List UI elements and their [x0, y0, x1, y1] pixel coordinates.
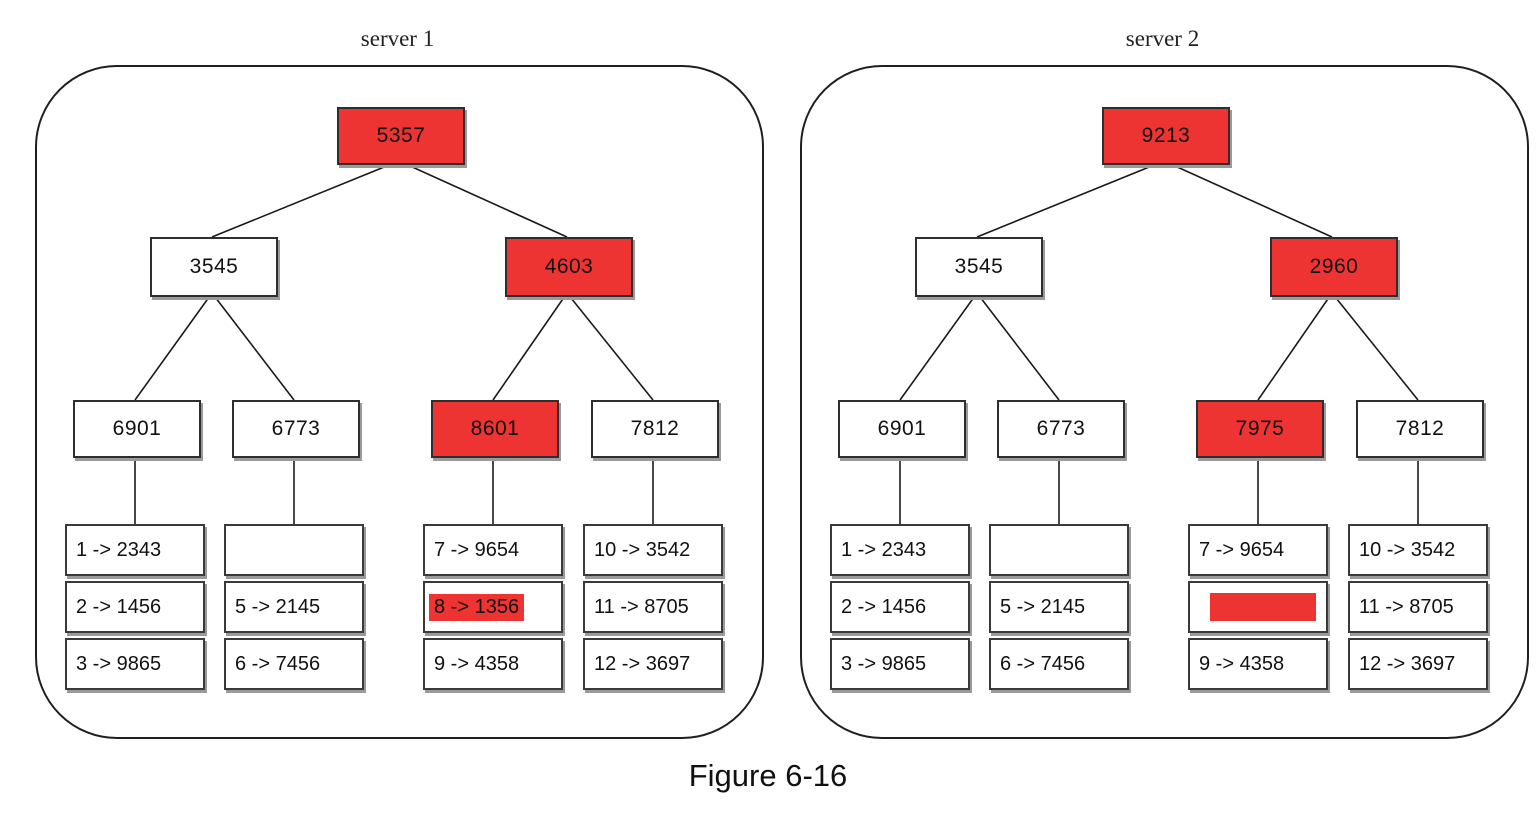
key-bucket: 5 -> 2145 6 -> 7456: [224, 524, 364, 690]
bucket-row: 1 -> 2343: [830, 524, 970, 576]
bucket-row: 1 -> 2343: [65, 524, 205, 576]
bucket-row: 6 -> 7456: [989, 638, 1129, 690]
bucket-row: [1188, 581, 1328, 633]
bucket-row: 10 -> 3542: [1348, 524, 1488, 576]
bucket-row: 5 -> 2145: [989, 581, 1129, 633]
bucket-row-text: 2 -> 1456: [841, 595, 927, 618]
bucket-row: 3 -> 9865: [830, 638, 970, 690]
bucket-row-text: 11 -> 8705: [1359, 595, 1454, 618]
server-2-panel: 9213 3545 2960 6901 6773 7975 7812 1 -> …: [800, 65, 1529, 739]
tree-edges: [899, 160, 1419, 524]
bucket-row: 5 -> 2145: [224, 581, 364, 633]
bucket-row: 2 -> 1456: [65, 581, 205, 633]
hash-node-label: 7975: [1235, 417, 1285, 440]
server-1-title: server 1: [360, 26, 435, 51]
bucket-row: [989, 524, 1129, 576]
bucket-row-text: 9 -> 4358: [1199, 652, 1285, 675]
hash-node-label: 2960: [1309, 255, 1359, 278]
hash-node: 6773: [232, 400, 360, 458]
bucket-row-text: 12 -> 3697: [1359, 652, 1456, 675]
hash-node-label: 6773: [271, 417, 321, 440]
bucket-row: 9 -> 4358: [1188, 638, 1328, 690]
bucket-row-text: 1 -> 2343: [841, 538, 927, 561]
key-bucket: 7 -> 9654 8 -> 1356 9 -> 4358: [423, 524, 563, 690]
bucket-row-text: 6 -> 7456: [235, 652, 321, 675]
bucket-row: 12 -> 3697: [583, 638, 723, 690]
bucket-row-text: [995, 548, 1005, 552]
bucket-row-text: 6 -> 7456: [1000, 652, 1086, 675]
server-1-panel: 5357 3545 4603 6901 6773 8601 7812 1 -> …: [35, 65, 764, 739]
server-2-title: server 2: [1125, 26, 1200, 51]
bucket-row-text: 5 -> 2145: [235, 595, 321, 618]
hash-node-root: 5357: [337, 107, 465, 165]
bucket-row-text: 7 -> 9654: [434, 538, 520, 561]
bucket-row: 9 -> 4358: [423, 638, 563, 690]
bucket-row: 11 -> 8705: [583, 581, 723, 633]
hash-node: 6773: [997, 400, 1125, 458]
bucket-row-text: 3 -> 9865: [76, 652, 162, 675]
bucket-row-text: 10 -> 3542: [1359, 538, 1456, 561]
hash-node: 7812: [591, 400, 719, 458]
bucket-row: 10 -> 3542: [583, 524, 723, 576]
hash-node-label: 6901: [112, 417, 162, 440]
bucket-row-text: 7 -> 9654: [1199, 538, 1285, 561]
bucket-row-text: 10 -> 3542: [594, 538, 691, 561]
bucket-row: [224, 524, 364, 576]
hash-node: 6901: [838, 400, 966, 458]
hash-node: 7812: [1356, 400, 1484, 458]
hash-node: 2960: [1270, 237, 1398, 297]
tree-edges: [134, 160, 654, 524]
bucket-row-text: 11 -> 8705: [594, 595, 689, 618]
hash-node-root: 9213: [1102, 107, 1230, 165]
bucket-row-text: 5 -> 2145: [1000, 595, 1086, 618]
bucket-row-text: 3 -> 9865: [841, 652, 927, 675]
bucket-row: 2 -> 1456: [830, 581, 970, 633]
hash-node: 7975: [1196, 400, 1324, 458]
hash-node-label: 8601: [470, 417, 520, 440]
hash-node-label: 6773: [1036, 417, 1086, 440]
bucket-row: 7 -> 9654: [423, 524, 563, 576]
bucket-row: 7 -> 9654: [1188, 524, 1328, 576]
key-bucket: 10 -> 3542 11 -> 8705 12 -> 3697: [1348, 524, 1488, 690]
bucket-row: 12 -> 3697: [1348, 638, 1488, 690]
bucket-row-text: 1 -> 2343: [76, 538, 162, 561]
hash-node-label: 4603: [544, 255, 594, 278]
hash-node-label: 6901: [877, 417, 927, 440]
key-bucket: 7 -> 9654 9 -> 4358: [1188, 524, 1328, 690]
hash-node-label: 3545: [954, 255, 1004, 278]
figure-caption: Figure 6-16: [688, 758, 848, 793]
hash-node-label: 3545: [189, 255, 239, 278]
key-bucket: 1 -> 2343 2 -> 1456 3 -> 9865: [830, 524, 970, 690]
hash-node-label: 7812: [1395, 417, 1445, 440]
bucket-row: 3 -> 9865: [65, 638, 205, 690]
key-bucket: 1 -> 2343 2 -> 1456 3 -> 9865: [65, 524, 205, 690]
bucket-row-text: 12 -> 3697: [594, 652, 691, 675]
hash-node-label: 5357: [376, 124, 426, 147]
bucket-row-text: [230, 548, 240, 552]
hash-node-label: 7812: [630, 417, 680, 440]
hash-node: 3545: [150, 237, 278, 297]
bucket-row-text: 8 -> 1356: [429, 593, 525, 621]
bucket-row-text: 9 -> 4358: [434, 652, 520, 675]
bucket-row-text: [1194, 605, 1204, 609]
key-bucket: 10 -> 3542 11 -> 8705 12 -> 3697: [583, 524, 723, 690]
bucket-row-text: 2 -> 1456: [76, 595, 162, 618]
hash-node: 6901: [73, 400, 201, 458]
key-bucket: 5 -> 2145 6 -> 7456: [989, 524, 1129, 690]
bucket-row: 11 -> 8705: [1348, 581, 1488, 633]
hash-node: 3545: [915, 237, 1043, 297]
hash-node: 4603: [505, 237, 633, 297]
hash-node: 8601: [431, 400, 559, 458]
bucket-row: 8 -> 1356: [423, 581, 563, 633]
bucket-row: 6 -> 7456: [224, 638, 364, 690]
hash-node-label: 9213: [1141, 124, 1191, 147]
missing-value-block: [1210, 593, 1316, 621]
